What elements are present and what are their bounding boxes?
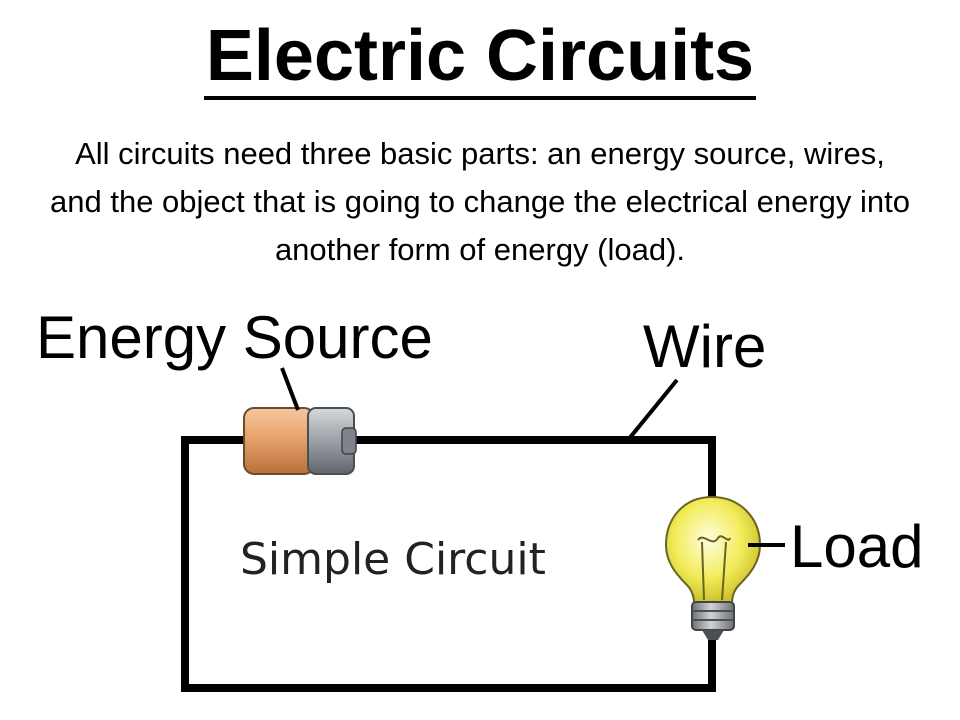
- label-load: Load: [790, 513, 924, 580]
- battery-icon: [243, 407, 357, 475]
- pointer-wire: [626, 378, 679, 442]
- circuit-caption: Simple Circuit: [240, 534, 546, 585]
- light-bulb-icon: [664, 495, 762, 640]
- description-text: All circuits need three basic parts: an …: [50, 136, 910, 267]
- circuit-wire-loop: [181, 436, 716, 692]
- page-title-text: Electric Circuits: [203, 16, 757, 100]
- label-wire: Wire: [643, 313, 767, 380]
- pointer-energy-source: [280, 367, 300, 411]
- page-title: Electric Circuits: [0, 14, 960, 100]
- label-energy-source: Energy Source: [36, 304, 433, 371]
